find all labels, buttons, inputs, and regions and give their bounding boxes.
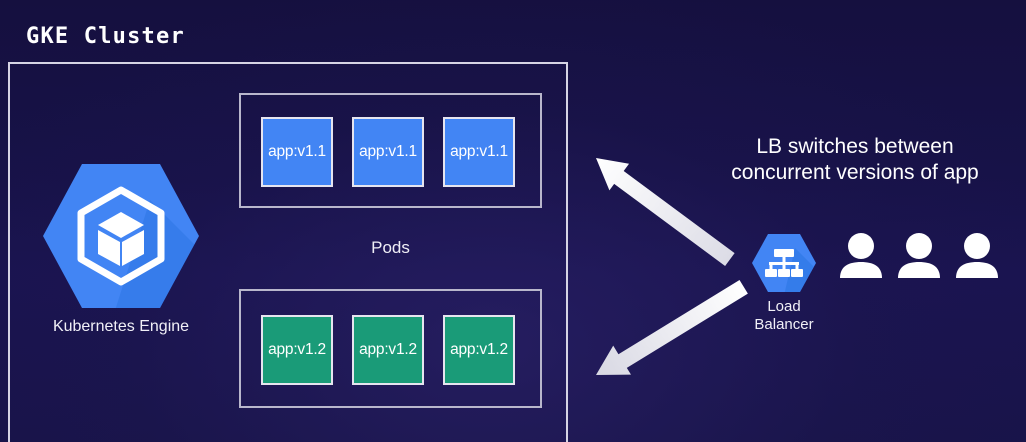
callout-line-1: LB switches between [756,135,954,158]
user-person-icon[interactable] [838,232,884,280]
load-balancer-node[interactable]: Load Balancer [748,232,820,333]
pod-v11-1[interactable]: app:v1.1 [261,117,333,187]
page-title: GKE Cluster [26,24,185,49]
kubernetes-engine-node[interactable]: Kubernetes Engine [32,160,210,337]
pod-v12-1[interactable]: app:v1.2 [261,315,333,385]
users-group [838,232,1000,280]
load-balancer-label-line2: Balancer [754,315,814,333]
pod-group-v12-boundary [239,289,542,408]
callout-text: LB switches between concurrent versions … [688,134,1022,185]
kubernetes-engine-hexagon-icon [43,164,199,308]
arrow-lb-to-v12 [596,280,748,375]
pod-v12-2[interactable]: app:v1.2 [352,315,424,385]
load-balancer-hexagon-icon [752,234,816,292]
load-balancer-label-line1: Load [767,298,801,315]
gke-cluster-boundary [8,62,568,442]
kubernetes-engine-label: Kubernetes Engine [52,318,190,335]
user-person-icon[interactable] [896,232,942,280]
pods-label: Pods [371,238,410,257]
load-balancer-label: Load Balancer [748,298,820,333]
callout-line-2: concurrent versions of app [731,160,979,184]
pod-v11-2[interactable]: app:v1.1 [352,117,424,187]
pod-group-v11-boundary [239,93,542,208]
pod-v12-3[interactable]: app:v1.2 [443,315,515,385]
user-person-icon[interactable] [954,232,1000,280]
pod-v11-3[interactable]: app:v1.1 [443,117,515,187]
